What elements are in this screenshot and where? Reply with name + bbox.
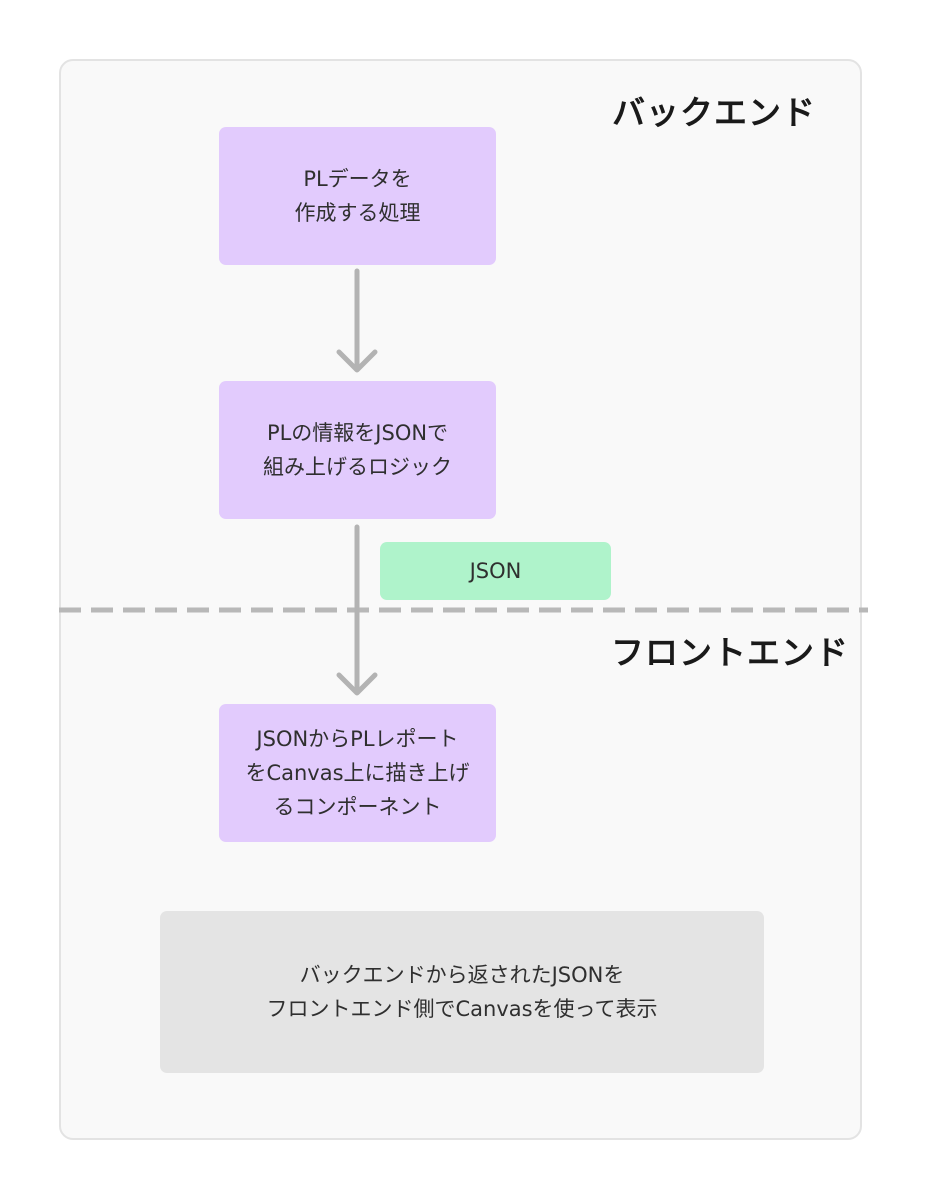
json-data-tag-label: JSON [469,559,522,583]
node-create-pl-data: PLデータを 作成する処理 [219,127,496,265]
summary-note: バックエンドから返されたJSONを フロントエンド側でCanvasを使って表示 [160,911,764,1073]
summary-note-label: バックエンドから返されたJSONを フロントエンド側でCanvasを使って表示 [266,963,658,1021]
section-label-backend: バックエンド [612,93,816,132]
node-build-json: PLの情報をJSONで 組み上げるロジック [219,381,496,519]
node-build-json-label: PLの情報をJSONで 組み上げるロジック [263,421,452,479]
node-canvas-component: JSONからPLレポート をCanvas上に描き上げ るコンポーネント [219,704,496,842]
node-create-pl-data-label: PLデータを 作成する処理 [294,167,421,225]
json-data-tag: JSON [380,542,611,600]
section-label-frontend: フロントエンド [611,633,849,672]
node-canvas-component-label: JSONからPLレポート をCanvas上に描き上げ るコンポーネント [245,727,470,819]
